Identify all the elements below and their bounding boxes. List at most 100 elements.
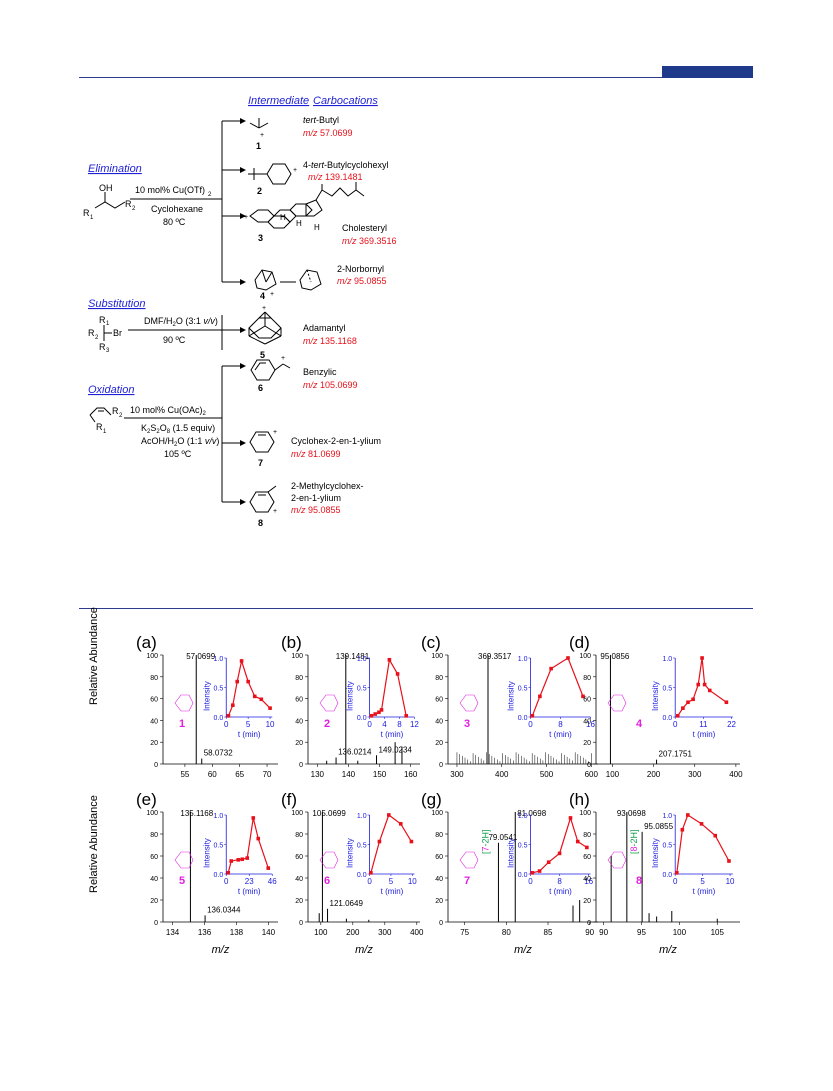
header-accent-bar	[662, 66, 753, 78]
y-tick-label: 100	[146, 810, 158, 817]
peak-label: 121.0649	[330, 899, 364, 908]
inset-y-tick-label: 1.0	[662, 813, 672, 820]
inset-series-line	[227, 817, 269, 873]
y-tick-label: 80	[583, 675, 591, 682]
inset-x-tick-label: 10	[266, 720, 275, 729]
peak-label: 135.1168	[180, 809, 213, 818]
green-label: [7-2H]	[480, 829, 490, 854]
x-tick-label: 75	[460, 928, 469, 937]
inset-x-tick-label: 8	[558, 720, 563, 729]
oxidation-reagent-1: 10 mol% Cu(OAc)2	[130, 405, 207, 417]
peak-label: 81.0698	[517, 809, 546, 818]
plus-1: +	[260, 132, 264, 139]
inset-x-tick-label: 0	[367, 877, 372, 886]
x-tick-label: 400	[495, 770, 509, 779]
inset-x-tick-label: 10	[408, 877, 417, 886]
inset-y-tick-label: 0.5	[214, 843, 224, 850]
y-tick-label: 100	[579, 810, 591, 817]
sub-r2-sub: 2	[95, 335, 99, 341]
inset-data-point	[700, 656, 704, 660]
inset-data-point	[686, 813, 690, 817]
y-tick-label: 100	[431, 810, 443, 817]
panel-label: (g)	[421, 790, 442, 809]
cation-2-mz: m/z 139.1481	[308, 172, 363, 182]
oxidation-r2: R	[112, 406, 119, 416]
spectra-figure: Relative Abundance (a)020406080100556065…	[136, 633, 743, 956]
inset-y-tick-label: 0.5	[662, 843, 672, 850]
structure-7	[249, 431, 275, 453]
inset-x-tick-label: 8	[557, 877, 562, 886]
y-tick-label: 100	[579, 653, 591, 660]
inset-data-point	[557, 851, 562, 856]
y-tick-label: 40	[583, 876, 591, 883]
compound-number: 2	[324, 718, 330, 730]
y-tick-label: 20	[583, 740, 591, 747]
structure-3	[249, 182, 365, 229]
peak-label: 79.0541	[488, 833, 517, 842]
header-intermediate: Intermediate	[248, 95, 309, 107]
x-tick-label: 90	[599, 928, 608, 937]
inset-series-line	[677, 657, 727, 717]
sub-r2: R	[88, 328, 95, 338]
y-tick-label: 100	[291, 653, 303, 660]
x-tick-label: 95	[637, 928, 646, 937]
inset-data-point	[256, 836, 261, 841]
inset-y-tick-label: 0.0	[214, 872, 224, 879]
inset-x-tick-label: 4	[382, 720, 387, 729]
oxidation-bracket	[221, 365, 240, 503]
inset-data-point	[549, 666, 553, 671]
inset-y-axis-title: Intensity	[346, 838, 355, 868]
inset-data-point	[409, 839, 414, 844]
cation-6-mz: m/z 105.0699	[303, 380, 358, 390]
inset-data-point	[696, 682, 701, 687]
inset-y-tick-label: 0.0	[662, 872, 672, 879]
cation-4-mz: m/z 95.0855	[337, 276, 387, 286]
inset-y-tick-label: 0.0	[518, 715, 528, 722]
inset-data-point	[530, 714, 535, 718]
inset-data-point	[268, 706, 272, 710]
oxidation-reagent-2: K2S2O8 (1.5 equiv)	[141, 423, 215, 435]
inset-y-tick-label: 0.0	[518, 872, 528, 879]
peak-label: 93.0698	[617, 809, 646, 818]
inset-data-point	[377, 839, 382, 844]
y-tick-label: 60	[295, 697, 303, 704]
h-label-2: H	[296, 219, 302, 228]
inset-data-point	[239, 659, 244, 663]
inset-y-axis-title: Intensity	[651, 838, 660, 868]
inset-data-point	[373, 712, 377, 716]
h-label-1: H	[280, 213, 286, 222]
compound-structure-icon	[459, 694, 479, 712]
oxidation-r2-sub: 2	[119, 413, 123, 419]
reaction-scheme: Intermediate Carbocations Elimination OH…	[83, 95, 397, 528]
inset-y-axis-title: Intensity	[202, 681, 211, 711]
inset-x-axis-title: t (min)	[693, 730, 716, 739]
inset-data-point	[713, 833, 718, 838]
x-tick-label: 130	[311, 770, 325, 779]
inset-data-point	[236, 858, 241, 862]
y-tick-label: 60	[150, 854, 158, 861]
elimination-reagent-2: Cyclohexane	[151, 204, 203, 214]
inset-data-point	[245, 856, 250, 860]
inset-series-line	[532, 815, 588, 874]
inset-y-tick-label: 0.5	[518, 686, 528, 693]
inset-x-tick-label: 16	[584, 877, 593, 886]
inset-data-point	[581, 694, 585, 699]
compound-number: 5	[179, 875, 185, 887]
inset-y-tick-label: 0.5	[357, 843, 367, 850]
y-tick-label: 80	[295, 675, 303, 682]
peak-label: 136.0214	[338, 747, 372, 756]
compound-structure-icon	[607, 694, 627, 712]
cation-6-number: 6	[258, 383, 263, 393]
inset-data-point	[675, 871, 679, 875]
substitution-reagent-1: DMF/H2O (3:1 v/v)	[144, 316, 218, 328]
sub-r3: R	[99, 342, 106, 352]
inset-y-tick-label: 0.0	[662, 715, 672, 722]
inset-data-point	[240, 857, 245, 862]
x-tick-label: 100	[673, 928, 687, 937]
y-tick-label: 80	[435, 675, 443, 682]
inset-y-tick-label: 0.0	[214, 715, 224, 722]
y-tick-label: 0	[439, 762, 443, 769]
section-divider	[79, 608, 753, 609]
sub-r1-sub: 1	[106, 321, 110, 327]
substitution-substrate	[103, 325, 112, 341]
